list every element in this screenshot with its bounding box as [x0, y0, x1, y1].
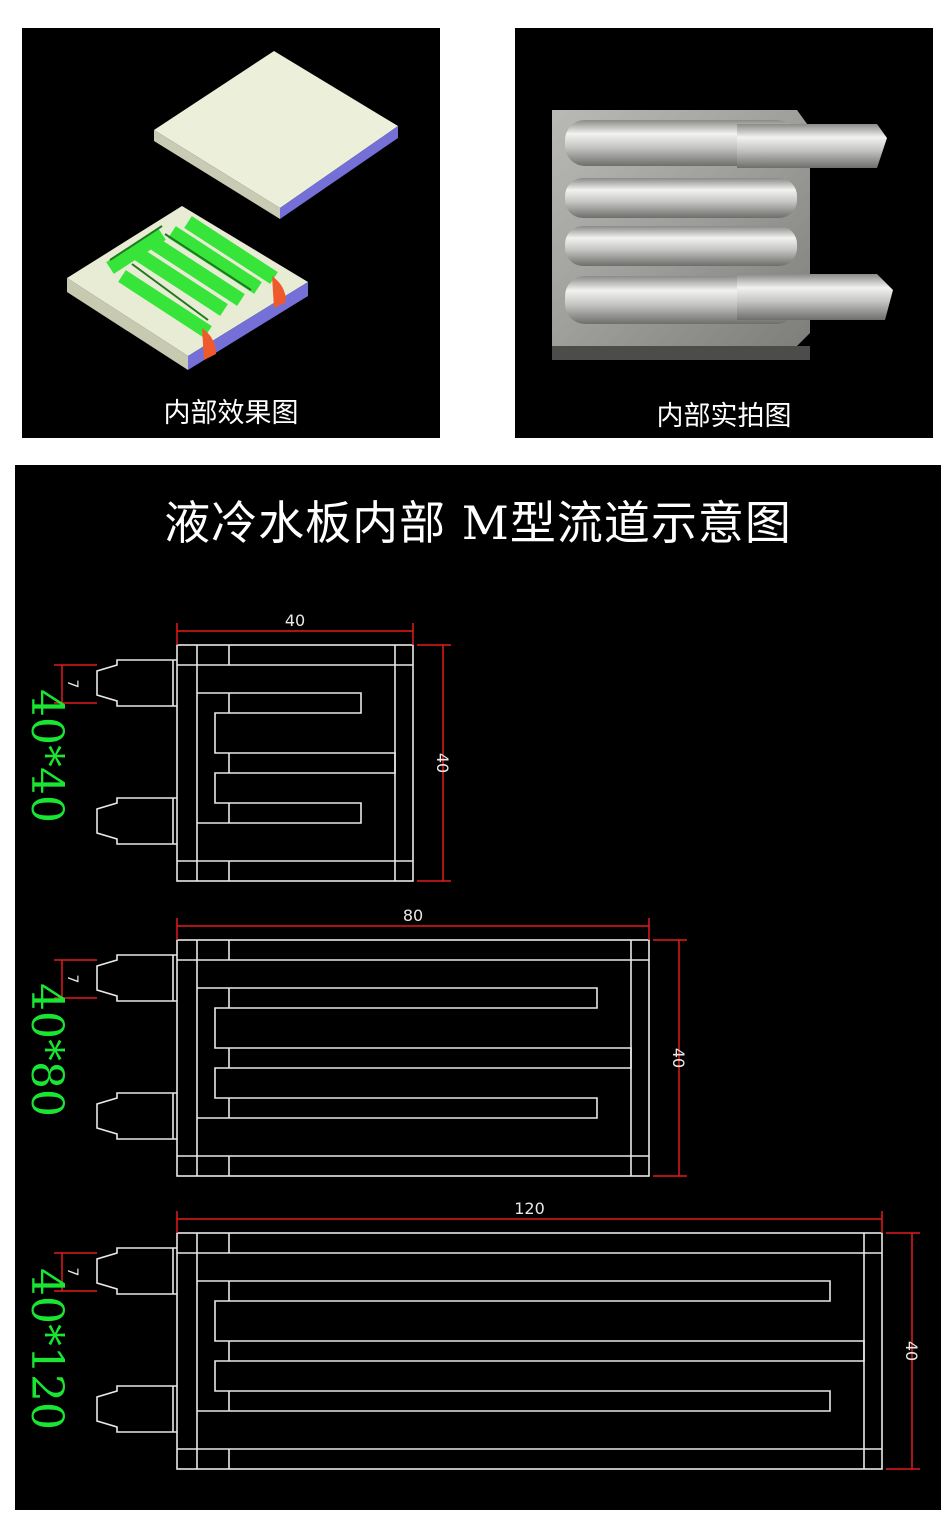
- cold-plate-3d-render: [67, 51, 398, 370]
- schematic-title: 液冷水板内部 M型流道示意图: [164, 496, 792, 550]
- width-dimension-text: 40: [285, 611, 305, 630]
- dimension-lines-40*80: [54, 918, 687, 1177]
- cold-plate-photo: [552, 110, 893, 360]
- lid-left-face: [154, 130, 280, 219]
- height-dimension-text: 40: [902, 1341, 921, 1361]
- port-end-2: [272, 276, 286, 308]
- m-channel: [197, 692, 396, 824]
- internal-effect-panel: 内部效果图: [22, 28, 440, 438]
- internal-photo-caption: 内部实拍图: [656, 401, 792, 432]
- plate-size-label-40x80: 40*80: [21, 983, 72, 1117]
- internal-photo-panel: 内部实拍图: [515, 28, 933, 438]
- m-channel: [197, 987, 632, 1119]
- pitch-dimension-text: 7: [64, 1268, 80, 1277]
- lid-groove-1: [300, 205, 322, 214]
- fitting-outline: [96, 1385, 177, 1433]
- outlet-fitting: [96, 1092, 177, 1140]
- width-dimension-text: 120: [514, 1199, 545, 1218]
- outlet-fitting: [96, 1385, 177, 1433]
- schematic-drawings: 40 40 7 80 40 7 120 40 7: [54, 611, 921, 1470]
- pitch-dimension-text: 7: [64, 680, 80, 689]
- outlet-fitting: [96, 797, 177, 845]
- inlet-fitting: [96, 1247, 177, 1295]
- plate-drawing-40*40: [96, 644, 414, 882]
- channel-2: [565, 178, 797, 218]
- lid-top-face: [154, 51, 398, 208]
- lid-right-face: [280, 126, 398, 219]
- fitting-outline: [96, 954, 177, 1002]
- port-end-1: [202, 328, 216, 360]
- fitting-outline: [96, 797, 177, 845]
- fitting-outline: [96, 659, 177, 707]
- m-flow-channel: [106, 216, 278, 338]
- internal-effect-caption: 内部效果图: [163, 398, 299, 429]
- fitting-outline: [96, 1092, 177, 1140]
- plate-outline: [176, 1232, 883, 1470]
- fitting-bottom: [737, 274, 893, 320]
- dimension-lines-40*40: [54, 623, 451, 882]
- fitting-outline: [96, 1247, 177, 1295]
- plate-outline: [176, 939, 650, 1177]
- plate-drawing-40*120: [96, 1232, 883, 1470]
- height-dimension-text: 40: [433, 753, 452, 773]
- plate-edge: [552, 346, 810, 360]
- height-dimension-text: 40: [669, 1048, 688, 1068]
- plate-drawing-40*80: [96, 939, 650, 1177]
- lid-groove-2: [358, 165, 380, 174]
- inlet-fitting: [96, 659, 177, 707]
- channel-shading: [109, 225, 252, 321]
- m-channel: [197, 1280, 865, 1412]
- fitting-top: [737, 124, 887, 168]
- channel-3: [565, 226, 797, 266]
- plate-size-label-40x40: 40*40: [21, 689, 72, 823]
- flow-channel-schematic-panel: 液冷水板内部 M型流道示意图 40 40 7 80 40 7 120 40 7 40*40 40…: [15, 465, 941, 1510]
- plate-size-label-40x120: 40*120: [21, 1268, 72, 1430]
- base-left-face: [67, 278, 188, 370]
- pitch-dimension-text: 7: [64, 975, 80, 984]
- inlet-fitting: [96, 954, 177, 1002]
- width-dimension-text: 80: [403, 906, 423, 925]
- dimension-lines-40*120: [54, 1211, 920, 1470]
- plate-outline: [176, 644, 414, 882]
